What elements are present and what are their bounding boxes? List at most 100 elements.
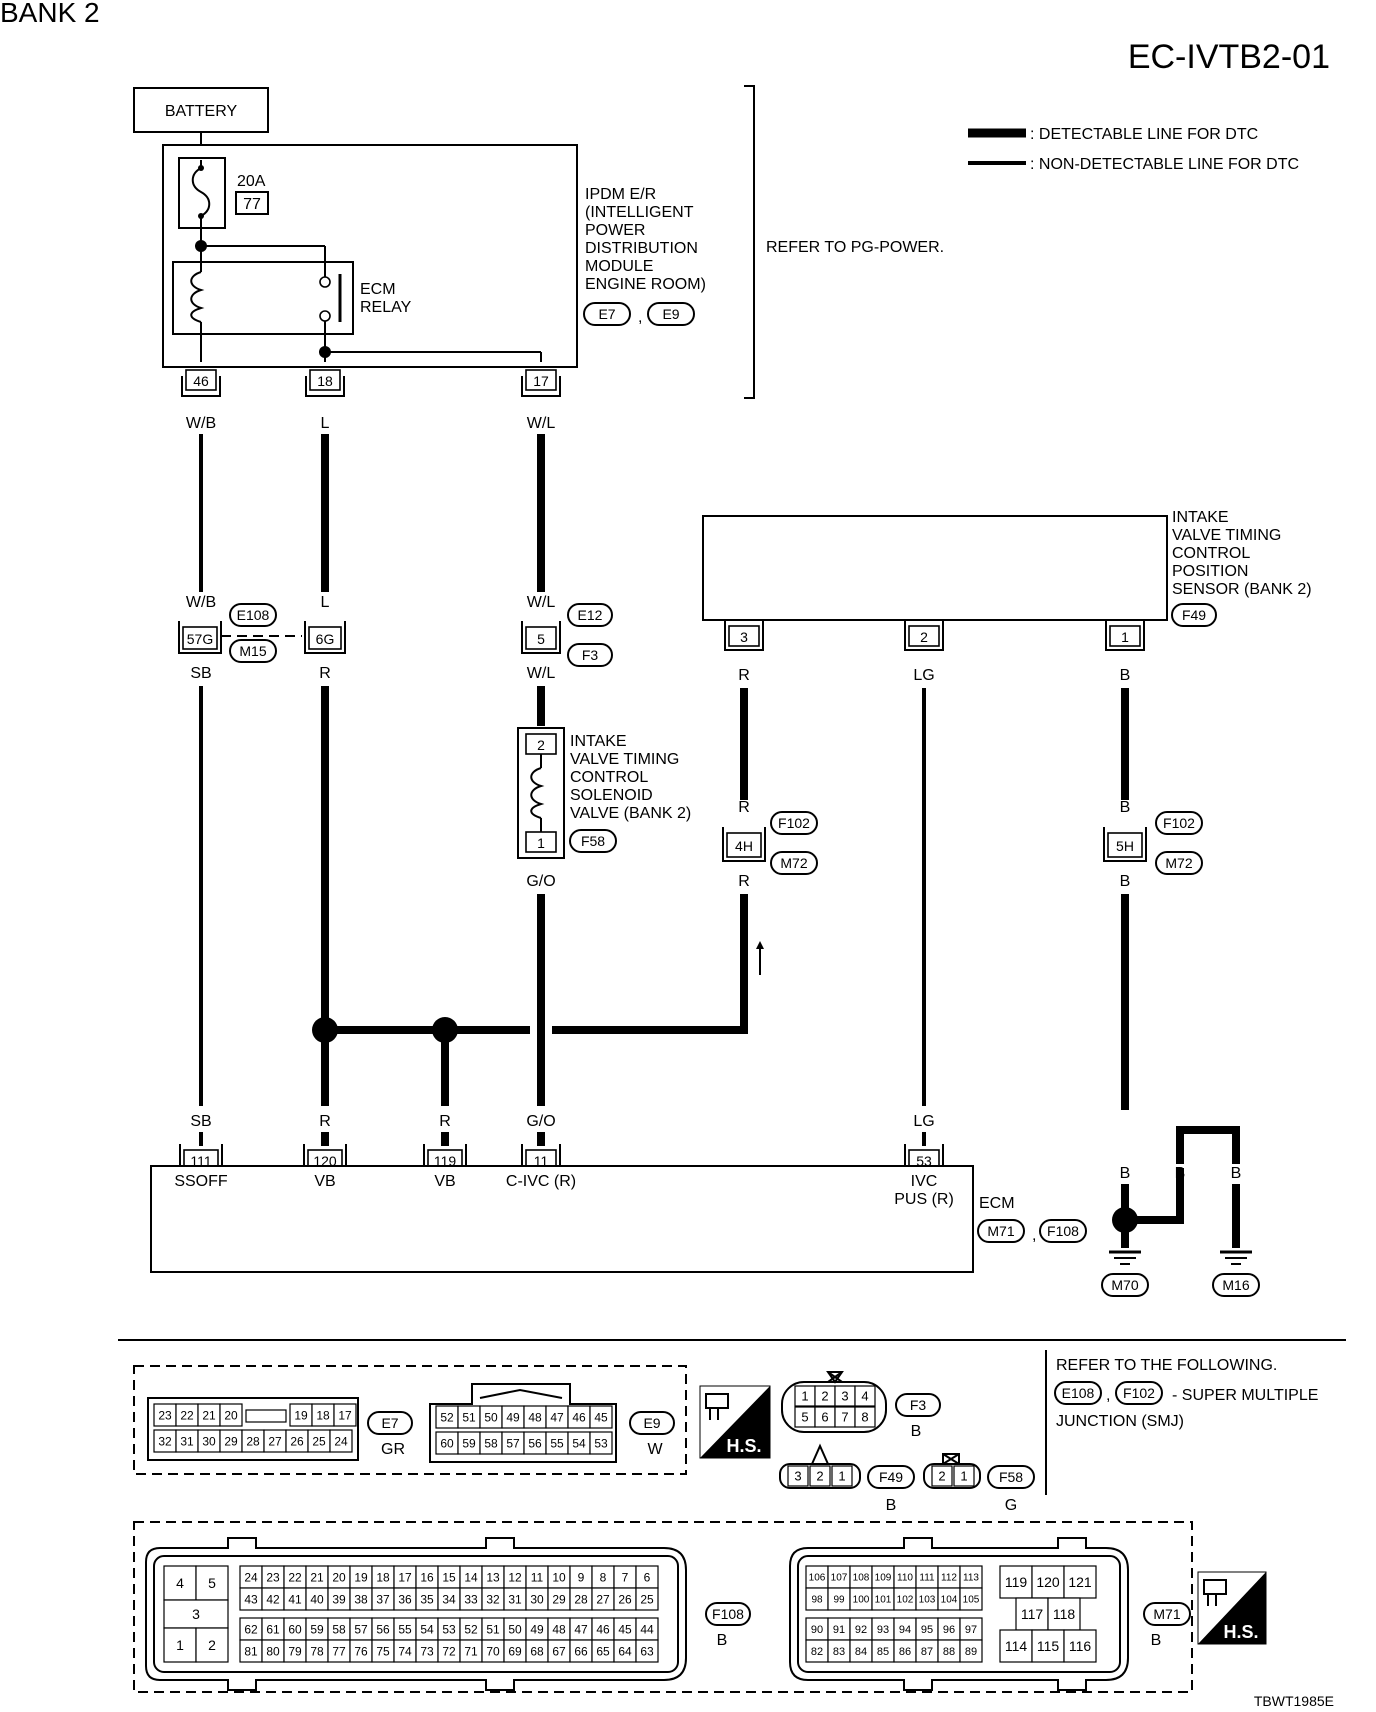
pin-cell (589, 1405, 613, 1429)
svg-text:2: 2 (920, 629, 928, 645)
pin-number: 2 (938, 1469, 945, 1484)
pin-number: 116 (1069, 1638, 1092, 1654)
pin-cell (1015, 1597, 1049, 1631)
svg-text:3: 3 (740, 629, 748, 645)
connector-group-2 (133, 1521, 1193, 1693)
svg-text:- SUPER MULTIPLE: - SUPER MULTIPLE (1172, 1387, 1318, 1404)
svg-text:F49: F49 (1182, 607, 1206, 623)
svg-text:INTAKE: INTAKE (1172, 509, 1229, 526)
pin-number: 31 (180, 1434, 194, 1448)
svg-text:SOLENOID: SOLENOID (570, 787, 653, 804)
svg-text:R: R (319, 1113, 331, 1130)
pin-number: 13 (486, 1570, 500, 1584)
svg-text:SB: SB (190, 1113, 211, 1130)
pin-number: 7 (841, 1410, 848, 1425)
junction-right-lower: W/L (527, 665, 556, 682)
pin-number: 89 (965, 1646, 977, 1658)
pin-number: 98 (811, 1595, 823, 1606)
diagram-code: EC-IVTB2-01 (1128, 38, 1330, 76)
svg-text:IVC: IVC (911, 1173, 938, 1190)
pin-number: 58 (484, 1436, 498, 1450)
svg-text:PUS (R): PUS (R) (894, 1191, 954, 1208)
pin-number: 2 (816, 1469, 823, 1484)
pin-number: 75 (376, 1644, 390, 1658)
ecm-box (150, 1165, 974, 1273)
svg-text:46: 46 (193, 373, 209, 389)
svg-text:M72: M72 (780, 855, 807, 871)
pin-number: 121 (1068, 1574, 1092, 1590)
pin-number: 70 (486, 1644, 500, 1658)
pin-number: 24 (334, 1434, 348, 1448)
svg-text:H.S.: H.S. (726, 1436, 761, 1456)
pin-number: 113 (963, 1573, 979, 1584)
pin-number: 8 (600, 1570, 607, 1584)
pin-number: 67 (552, 1644, 566, 1658)
pin-number: 36 (398, 1592, 412, 1606)
pin-number: 57 (506, 1436, 520, 1450)
junction-mid-lower: R (319, 665, 331, 682)
pin-number: 2 (208, 1637, 216, 1653)
svg-text:DISTRIBUTION: DISTRIBUTION (585, 240, 698, 257)
smj-left-upper: R (738, 799, 750, 816)
pin-number: 114 (1005, 1638, 1028, 1654)
fuse-num: 77 (243, 196, 261, 213)
svg-text:2: 2 (537, 737, 545, 753)
pin-cell (854, 1406, 876, 1428)
connector-e7-name: E7 (381, 1415, 398, 1431)
connector-group-1 (133, 1365, 687, 1475)
pin-number: 20 (332, 1570, 346, 1584)
pin-number: 64 (618, 1644, 632, 1658)
pin-number: 5 (801, 1410, 808, 1425)
pin-number: 38 (354, 1592, 368, 1606)
pin-number: 54 (420, 1622, 434, 1636)
pin-number: 33 (464, 1592, 478, 1606)
pin-number: 46 (596, 1622, 610, 1636)
pin-number: 4 (861, 1389, 868, 1404)
pin-number: 80 (266, 1644, 280, 1658)
svg-text:F102: F102 (1163, 815, 1195, 831)
pin-number: 60 (288, 1622, 302, 1636)
ipdm-label: IPDM E/R (INTELLIGENT POWER DISTRIBUTION… (583, 186, 706, 326)
svg-text:E108: E108 (1062, 1385, 1095, 1401)
pin-number: 24 (244, 1570, 258, 1584)
svg-text:(INTELLIGENT: (INTELLIGENT (585, 204, 694, 221)
pin-number: 40 (310, 1592, 324, 1606)
pin-cell (1047, 1597, 1081, 1631)
svg-text:F108: F108 (712, 1606, 744, 1622)
smj-left-lower: R (738, 873, 750, 890)
pin-number: 51 (486, 1622, 500, 1636)
bank-label: BANK 2 (0, 0, 100, 28)
pin-number: 68 (530, 1644, 544, 1658)
svg-text:17: 17 (533, 373, 549, 389)
relay-label-2: RELAY (360, 299, 412, 316)
pin-number: 53 (594, 1436, 608, 1450)
pin-number: 12 (508, 1570, 522, 1584)
svg-text:IPDM E/R: IPDM E/R (585, 186, 656, 203)
pin-number: 4 (176, 1575, 184, 1591)
pin-cell (831, 1465, 853, 1487)
svg-text:CONTROL: CONTROL (1172, 545, 1250, 562)
svg-text:B: B (1151, 1632, 1162, 1649)
ivt-sensor: INTAKE VALVE TIMING CONTROL POSITION SEN… (702, 509, 1312, 651)
pin-number: 29 (224, 1434, 238, 1448)
svg-text:VB: VB (314, 1173, 335, 1190)
pin-number: 103 (919, 1595, 936, 1606)
pin-number: 34 (442, 1592, 456, 1606)
pin-number: 86 (899, 1646, 911, 1658)
svg-text:5H: 5H (1116, 838, 1134, 854)
junction-left-upper: W/B (186, 594, 216, 611)
pin-number: 1 (176, 1637, 184, 1653)
pin-number: 115 (1037, 1638, 1060, 1654)
svg-text:M70: M70 (1111, 1277, 1138, 1293)
pin-number: 44 (640, 1622, 654, 1636)
harness-side-icon: H.S. (699, 1385, 771, 1459)
pin-number: 56 (528, 1436, 542, 1450)
pin-number: 3 (841, 1389, 848, 1404)
pin-number: 35 (420, 1592, 434, 1606)
pin-cell (854, 1385, 876, 1407)
legend-non-detectable-text: : NON-DETECTABLE LINE FOR DTC (1030, 156, 1299, 173)
pin-cell (931, 1465, 953, 1487)
svg-text:,: , (1106, 1387, 1110, 1404)
